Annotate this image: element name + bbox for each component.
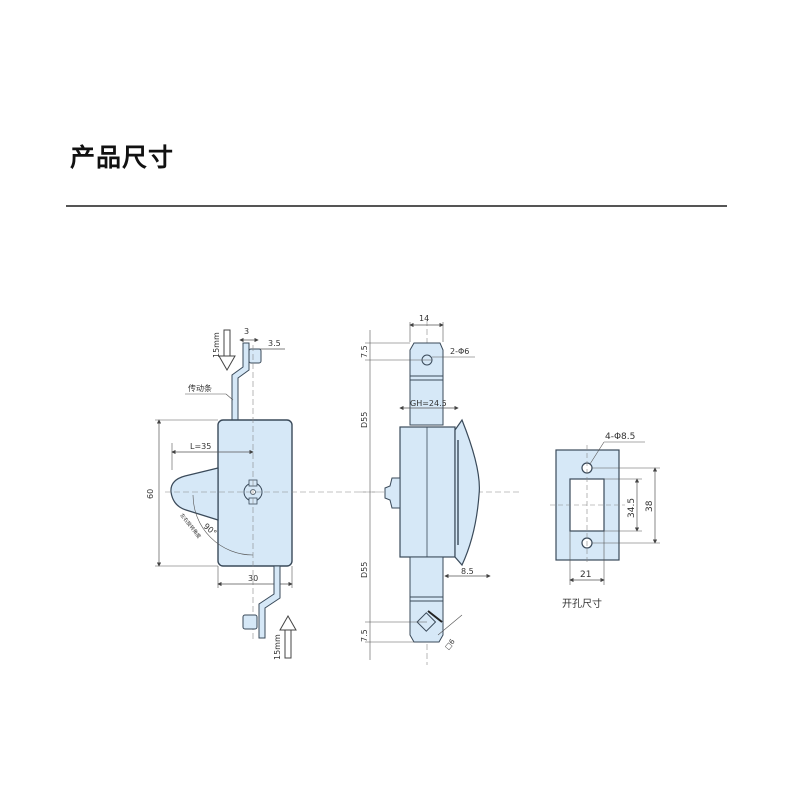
top-travel-arrow-icon (218, 329, 236, 372)
dim-width: 30 (248, 574, 258, 583)
dim-inner-height: 34.5 (627, 498, 637, 518)
dim-bottom-offset: 7.5 (360, 629, 369, 642)
rod-label: 传动条 (188, 383, 212, 393)
dim-top-offset: 7.5 (360, 345, 369, 358)
key-knob (384, 477, 401, 509)
top-tab (409, 342, 444, 426)
dim-top-width: 14 (419, 314, 429, 323)
dim-square: □6 (443, 637, 457, 651)
bottom-travel-label: 15mm (273, 634, 282, 660)
dim-3: 3 (244, 327, 249, 336)
cutout-view: 4-Φ8.5 34.5 38 21 开孔尺寸 (550, 432, 660, 610)
dim-GH: GH=24.5 (410, 399, 447, 408)
title-divider (66, 205, 727, 207)
rotation-note: 左右旋转角度 (178, 512, 202, 540)
cutout-caption: 开孔尺寸 (562, 597, 602, 610)
dim-3-5: 3.5 (268, 339, 281, 348)
dim-handle-depth: 8.5 (461, 567, 474, 576)
front-view: 14 7.5 2-Φ6 D55 GH=24.5 D55 (360, 314, 520, 665)
side-view: 15mm 3 3.5 传动条 L=35 60 9 (146, 327, 380, 660)
handle-side (170, 467, 219, 521)
hole-label: 2-Φ6 (450, 347, 469, 356)
bottom-travel-arrow-icon (279, 614, 297, 659)
lock-body-front (399, 426, 456, 558)
dim-upper-length: D55 (360, 412, 369, 428)
page-title: 产品尺寸 (70, 143, 175, 172)
top-travel-label: 15mm (212, 332, 221, 358)
cutout-hole-label: 4-Φ8.5 (605, 432, 635, 442)
dim-height: 60 (146, 489, 155, 499)
dim-lower-length: D55 (360, 562, 369, 578)
dim-outer-height: 38 (645, 500, 655, 512)
angle-label: 90° (202, 522, 219, 538)
bottom-tab (409, 556, 444, 643)
handle-front (454, 418, 480, 567)
dim-L: L=35 (190, 442, 211, 451)
dim-cutout-width: 21 (580, 570, 591, 580)
